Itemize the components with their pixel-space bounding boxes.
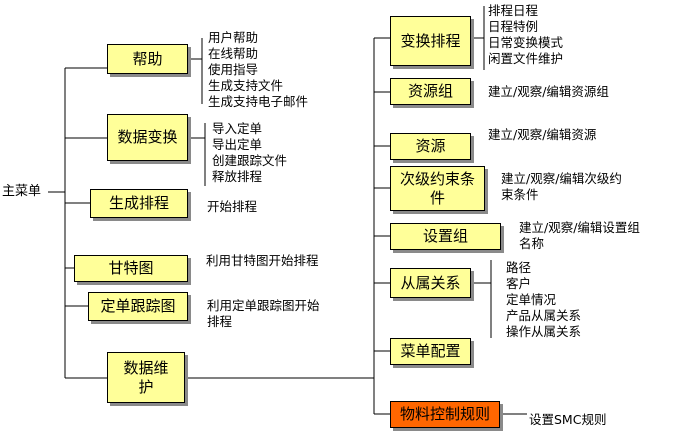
node-gantt-chart: 甘特图 <box>74 255 188 282</box>
list-item: 利用定单跟踪图开始 <box>207 298 320 313</box>
list-item: 设置SMC规则 <box>529 412 607 427</box>
list-item: 日常变换模式 <box>488 35 564 50</box>
generate-schedule-items: 开始排程 <box>207 199 257 215</box>
node-label: 资源 <box>415 137 446 155</box>
node-resource: 资源 <box>390 133 471 160</box>
node-label: 设置组 <box>422 227 468 245</box>
resource-items: 建立/观察/编辑资源 <box>488 127 596 143</box>
list-item: 束条件 <box>501 187 539 202</box>
list-item: 日程特例 <box>488 19 539 34</box>
node-label: 甘特图 <box>108 259 154 277</box>
setup-group-items: 建立/观察/编辑设置组 名称 <box>519 220 640 252</box>
list-item: 名称 <box>519 236 545 251</box>
node-label: 菜单配置 <box>400 342 461 360</box>
list-item: 利用甘特图开始排程 <box>206 253 319 268</box>
list-item: 排程日程 <box>488 3 539 18</box>
list-item: 导出定单 <box>212 137 263 152</box>
node-change-schedule: 变换排程 <box>390 16 471 66</box>
node-data-transform: 数据变换 <box>107 114 188 161</box>
list-item: 在线帮助 <box>208 46 259 61</box>
list-item: 操作从属关系 <box>506 324 582 339</box>
list-item: 生成支持文件 <box>208 78 284 93</box>
node-help: 帮助 <box>107 44 188 74</box>
list-item: 导入定单 <box>212 121 263 136</box>
node-label: 数据维护 <box>123 358 169 396</box>
node-order-tracking: 定单跟踪图 <box>88 292 188 321</box>
node-label: 从属关系 <box>400 273 461 292</box>
root-node-main-menu: 主菜单 <box>2 184 42 199</box>
node-label: 生成排程 <box>108 194 169 212</box>
list-item: 客户 <box>506 276 532 291</box>
node-label: 物料控制规则 <box>399 405 490 423</box>
list-item: 用户帮助 <box>208 30 259 45</box>
list-item: 排程 <box>207 314 233 329</box>
list-item: 建立/观察/编辑设置组 <box>519 220 640 235</box>
node-label: 数据变换 <box>117 128 178 146</box>
node-setup-group: 设置组 <box>390 223 501 250</box>
list-item: 开始排程 <box>207 199 258 214</box>
list-item: 创建跟踪文件 <box>212 153 288 168</box>
change-schedule-items: 排程日程 日程特例 日常变换模式 闲置文件维护 <box>488 3 563 67</box>
node-generate-schedule: 生成排程 <box>90 189 188 218</box>
node-data-maintenance: 数据维护 <box>107 352 185 403</box>
material-control-items: 设置SMC规则 <box>529 412 606 428</box>
node-label: 次级约束条件 <box>399 169 475 207</box>
node-label: 资源组 <box>407 82 453 100</box>
node-material-control-rules: 物料控制规则 <box>390 401 500 428</box>
node-dependency: 从属关系 <box>390 268 471 298</box>
help-items: 用户帮助 在线帮助 使用指导 生成支持文件 生成支持电子邮件 <box>208 30 308 110</box>
list-item: 产品从属关系 <box>506 308 582 323</box>
list-item: 释放排程 <box>212 169 263 184</box>
gantt-items: 利用甘特图开始排程 <box>206 253 319 269</box>
list-item: 定单情况 <box>506 292 557 307</box>
list-item: 建立/观察/编辑次级约 <box>501 171 622 186</box>
order-tracking-items: 利用定单跟踪图开始 排程 <box>207 298 320 330</box>
list-item: 路径 <box>506 260 532 275</box>
list-item: 建立/观察/编辑资源组 <box>488 84 609 99</box>
node-label: 变换排程 <box>400 31 461 50</box>
node-menu-config: 菜单配置 <box>390 338 471 365</box>
list-item: 生成支持电子邮件 <box>208 94 309 109</box>
dependency-items: 路径 客户 定单情况 产品从属关系 操作从属关系 <box>506 260 581 340</box>
node-secondary-constraints: 次级约束条件 <box>390 166 485 211</box>
list-item: 建立/观察/编辑资源 <box>488 127 597 142</box>
resource-group-items: 建立/观察/编辑资源组 <box>488 84 609 100</box>
data-transform-items: 导入定单 导出定单 创建跟踪文件 释放排程 <box>212 121 287 185</box>
node-resource-group: 资源组 <box>390 78 471 105</box>
node-label: 定单跟踪图 <box>100 297 176 315</box>
list-item: 使用指导 <box>208 62 259 77</box>
secondary-constraints-items: 建立/观察/编辑次级约 束条件 <box>501 171 622 203</box>
list-item: 闲置文件维护 <box>488 51 564 66</box>
node-label: 帮助 <box>132 49 163 68</box>
